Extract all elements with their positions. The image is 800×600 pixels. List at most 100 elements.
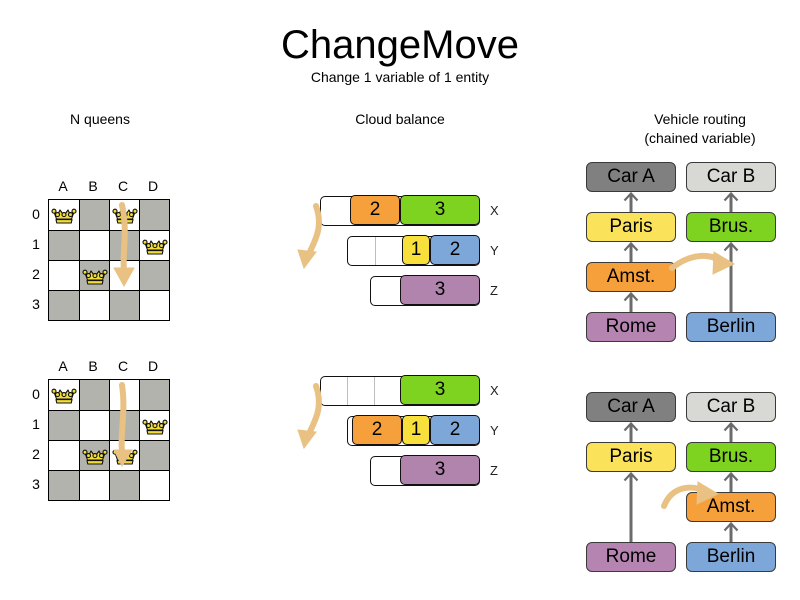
- board-cell-c3[interactable]: [109, 290, 139, 320]
- vehicle-node-brus[interactable]: Brus.: [686, 442, 776, 472]
- board-cell-c0[interactable]: [109, 200, 139, 230]
- board-cell-d2[interactable]: [139, 440, 169, 470]
- board-cell-b2[interactable]: [79, 260, 109, 290]
- queen-icon: [51, 388, 77, 404]
- cloud-row-label-y: Y: [490, 423, 499, 438]
- rank-label-2: 2: [32, 266, 40, 282]
- board-cell-d3[interactable]: [139, 290, 169, 320]
- board-cell-d1[interactable]: [139, 410, 169, 440]
- vehicle-move-arrow-before: [669, 253, 725, 271]
- queen-icon: [81, 449, 108, 465]
- vehicle-node-rome[interactable]: Rome: [586, 312, 676, 342]
- board-rank-3: [49, 290, 169, 320]
- file-label-b: B: [88, 358, 98, 374]
- board-grid: [48, 379, 170, 501]
- file-label-a: A: [58, 358, 68, 374]
- vehicle-node-car-a[interactable]: Car A: [586, 162, 676, 192]
- board-rank-0: [49, 200, 169, 230]
- cloud-process-block[interactable]: 3: [400, 455, 480, 485]
- queen-icon: [111, 449, 138, 465]
- board-cell-a3[interactable]: [49, 290, 79, 320]
- chain-link-arrow: [723, 522, 739, 542]
- board-cell-a1[interactable]: [49, 410, 79, 440]
- board-cell-a3[interactable]: [49, 470, 79, 500]
- board-cell-d3[interactable]: [139, 470, 169, 500]
- board-cell-a2[interactable]: [49, 260, 79, 290]
- chain-link-arrow: [623, 292, 639, 312]
- vehicle-node-paris[interactable]: Paris: [586, 212, 676, 242]
- chain-link-arrow: [723, 422, 739, 442]
- board-cell-d0[interactable]: [139, 380, 169, 410]
- cloud-process-block[interactable]: 3: [400, 195, 480, 225]
- cloud-move-arrowhead-before: [297, 249, 317, 270]
- chain-link-arrow: [623, 192, 639, 212]
- board-cell-a2[interactable]: [49, 440, 79, 470]
- board-cell-c0[interactable]: [109, 380, 139, 410]
- board-rank-2: [49, 440, 169, 470]
- board-cell-c1[interactable]: [109, 410, 139, 440]
- board-cell-a1[interactable]: [49, 230, 79, 260]
- vehicle-node-brus[interactable]: Brus.: [686, 212, 776, 242]
- vehicle-node-berlin[interactable]: Berlin: [686, 542, 776, 572]
- cloud-row-label-y: Y: [490, 243, 499, 258]
- board-cell-b3[interactable]: [79, 470, 109, 500]
- board-cell-c2[interactable]: [109, 260, 139, 290]
- board-cell-b1[interactable]: [79, 230, 109, 260]
- vehicle-node-berlin[interactable]: Berlin: [686, 312, 776, 342]
- file-label-a: A: [58, 178, 68, 194]
- cloud-process-block[interactable]: 2: [352, 415, 402, 445]
- board-rank-1: [49, 410, 169, 440]
- cloud-process-block[interactable]: 2: [430, 235, 480, 265]
- board-rank-2: [49, 260, 169, 290]
- vehicle-node-rome[interactable]: Rome: [586, 542, 676, 572]
- board-rank-1: [49, 230, 169, 260]
- board-cell-b2[interactable]: [79, 440, 109, 470]
- cloud-capacity-divider: [375, 237, 376, 265]
- cloud-process-block[interactable]: 3: [400, 275, 480, 305]
- board-cell-a0[interactable]: [49, 200, 79, 230]
- cloud-row-label-z: Z: [490, 283, 498, 298]
- vehicle-node-car-a[interactable]: Car A: [586, 392, 676, 422]
- cloud-process-block[interactable]: 2: [430, 415, 480, 445]
- page-subtitle: Change 1 variable of 1 entity: [310, 69, 490, 85]
- file-label-b: B: [88, 178, 98, 194]
- board-grid: [48, 199, 170, 321]
- vehicle-node-amst[interactable]: Amst.: [686, 492, 776, 522]
- board-cell-a0[interactable]: [49, 380, 79, 410]
- cloud-row-label-z: Z: [490, 463, 498, 478]
- board-cell-c1[interactable]: [109, 230, 139, 260]
- vehicle-heading-line2: (chained variable): [644, 130, 756, 146]
- cloud-process-block[interactable]: 1: [402, 415, 430, 445]
- queen-icon: [111, 208, 138, 224]
- board-cell-c2[interactable]: [109, 440, 139, 470]
- rank-label-2: 2: [32, 446, 40, 462]
- cloud-process-block[interactable]: 2: [350, 195, 400, 225]
- vehicle-node-car-b[interactable]: Car B: [686, 392, 776, 422]
- rank-label-1: 1: [32, 416, 40, 432]
- vehicle-node-car-b[interactable]: Car B: [686, 162, 776, 192]
- cloud-capacity-divider: [374, 377, 375, 405]
- board-cell-b0[interactable]: [79, 200, 109, 230]
- board-cell-d1[interactable]: [139, 230, 169, 260]
- rank-label-3: 3: [32, 476, 40, 492]
- board-cell-c3[interactable]: [109, 470, 139, 500]
- chain-link-arrow: [623, 472, 639, 542]
- vehicle-node-amst[interactable]: Amst.: [586, 262, 676, 292]
- vehicle-node-paris[interactable]: Paris: [586, 442, 676, 472]
- board-cell-b1[interactable]: [79, 410, 109, 440]
- board-cell-b0[interactable]: [79, 380, 109, 410]
- queen-icon: [81, 269, 108, 285]
- cloud-capacity-divider: [347, 377, 348, 405]
- board-cell-d0[interactable]: [139, 200, 169, 230]
- cloud-process-block[interactable]: 3: [400, 375, 480, 405]
- cloud-process-block[interactable]: 1: [402, 235, 430, 265]
- board-cell-b3[interactable]: [79, 290, 109, 320]
- queen-icon: [51, 208, 77, 224]
- board-cell-d2[interactable]: [139, 260, 169, 290]
- cloud-row-z: 3: [370, 275, 480, 306]
- column-heading-cloud-balance: Cloud balance: [355, 111, 445, 127]
